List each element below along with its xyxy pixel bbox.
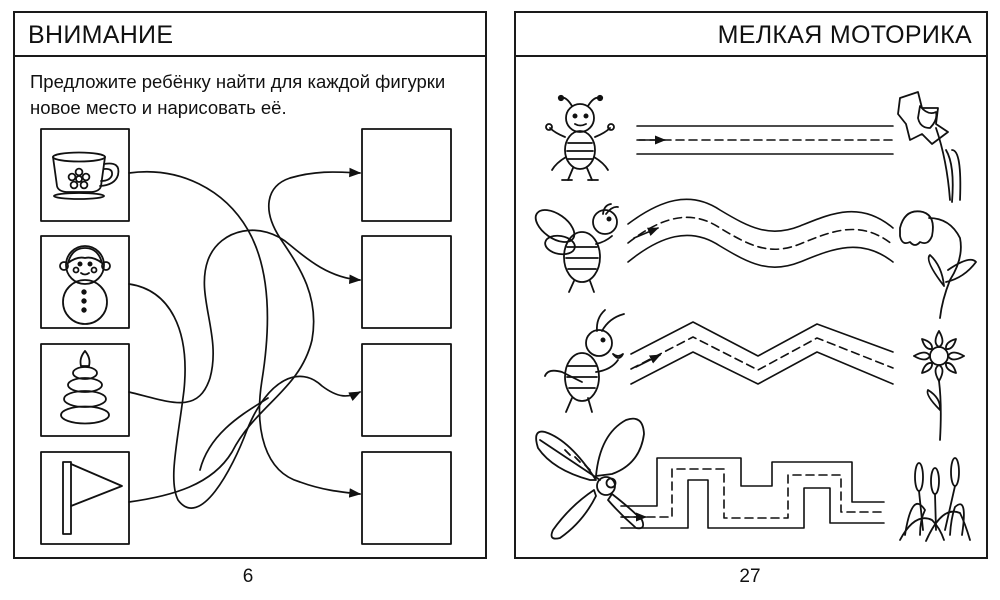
empty-box-1[interactable] — [362, 129, 451, 221]
instruction-line-1: Предложите ребёнку найти для каждой фигу… — [30, 71, 446, 92]
straight-track — [637, 126, 893, 154]
right-page-number: 27 — [739, 566, 761, 587]
cattail-icon — [900, 458, 970, 541]
instruction-line-2: новое место и нарисовать её. — [30, 97, 287, 118]
empty-box-4[interactable] — [362, 452, 451, 544]
right-page-title: МЕЛКАЯ МОТОРИКА — [516, 13, 986, 57]
tangled-lines — [129, 167, 362, 508]
bee-icon — [530, 204, 618, 292]
cup-box — [41, 129, 129, 221]
pyramid-toy-icon — [61, 351, 109, 424]
daisy-icon — [914, 331, 964, 440]
bellflower-icon — [900, 211, 976, 318]
wave-track — [628, 199, 893, 267]
daffodil-icon — [898, 92, 960, 202]
flag-box — [41, 452, 129, 544]
zigzag-track — [631, 322, 893, 384]
empty-box-3[interactable] — [362, 344, 451, 436]
doll-box — [41, 236, 129, 328]
grasshopper-icon — [545, 310, 624, 412]
meander-track — [621, 458, 884, 528]
left-page-title: ВНИМАНИЕ — [15, 13, 485, 57]
roly-poly-doll-icon — [60, 246, 110, 324]
bug-icon — [546, 96, 614, 180]
instruction-text: Предложите ребёнку найти для каждой фигу… — [30, 69, 480, 121]
pyramid-box — [41, 344, 129, 436]
dragonfly-icon — [536, 419, 644, 539]
left-page-number: 6 — [242, 566, 254, 587]
empty-box-2[interactable] — [362, 236, 451, 328]
right-page: МЕЛКАЯ МОТОРИКА — [514, 11, 988, 559]
flag-icon — [63, 462, 122, 534]
cup-icon — [53, 153, 118, 200]
